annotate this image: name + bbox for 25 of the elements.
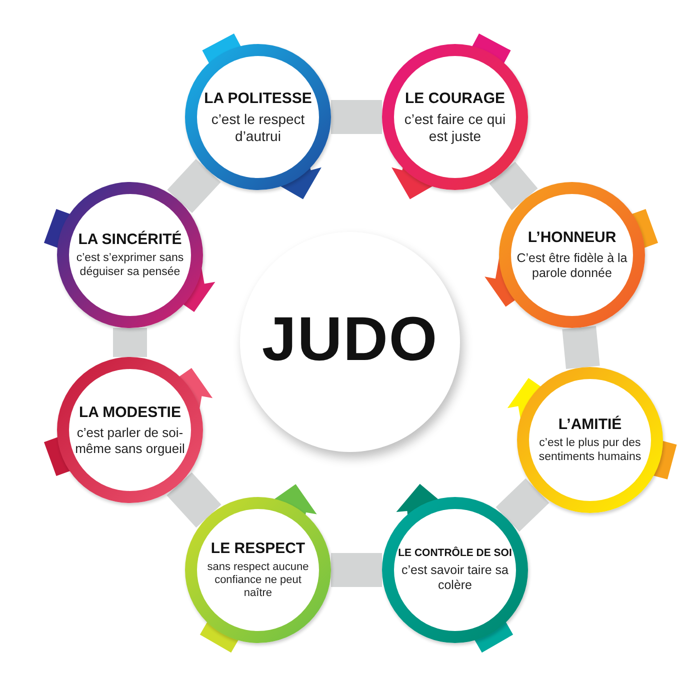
connector-band (331, 100, 382, 134)
value-title: L’HONNEUR (526, 229, 618, 247)
value-title: LA MODESTIE (78, 404, 182, 422)
value-description: C’est être fidèle à la parole donnée (516, 250, 628, 281)
connector-band (489, 162, 538, 210)
connector-band (166, 472, 222, 528)
value-description: c’est s’exprimer sans déguiser sa pensée (75, 252, 185, 280)
connector-band (113, 328, 147, 357)
value-title: LA POLITESSE (203, 90, 313, 107)
connector-band (167, 158, 221, 214)
connector-band (331, 553, 382, 587)
connector-band (562, 326, 600, 369)
value-title: L’AMITIÉ (557, 416, 623, 433)
value-title: LE COURAGE (404, 90, 506, 107)
value-title: LA SINCÉRITÉ (77, 230, 183, 248)
value-description: c’est le respect d’autrui (210, 110, 306, 144)
value-description: c’est parler de soi-même sans orgueil (74, 425, 186, 456)
value-description: c’est le plus pur des sentiments humains (538, 436, 642, 464)
value-description: c’est savoir taire sa colère (400, 563, 510, 594)
value-description: c’est faire ce qui est juste (403, 110, 507, 144)
center-title: JUDO (262, 304, 438, 376)
connector-band (496, 478, 550, 532)
value-description: sans respect aucune confiance ne peut naître (206, 560, 310, 600)
value-title: LE CONTRÔLE DE SOI (397, 546, 513, 560)
value-title: LE RESPECT (210, 540, 306, 557)
